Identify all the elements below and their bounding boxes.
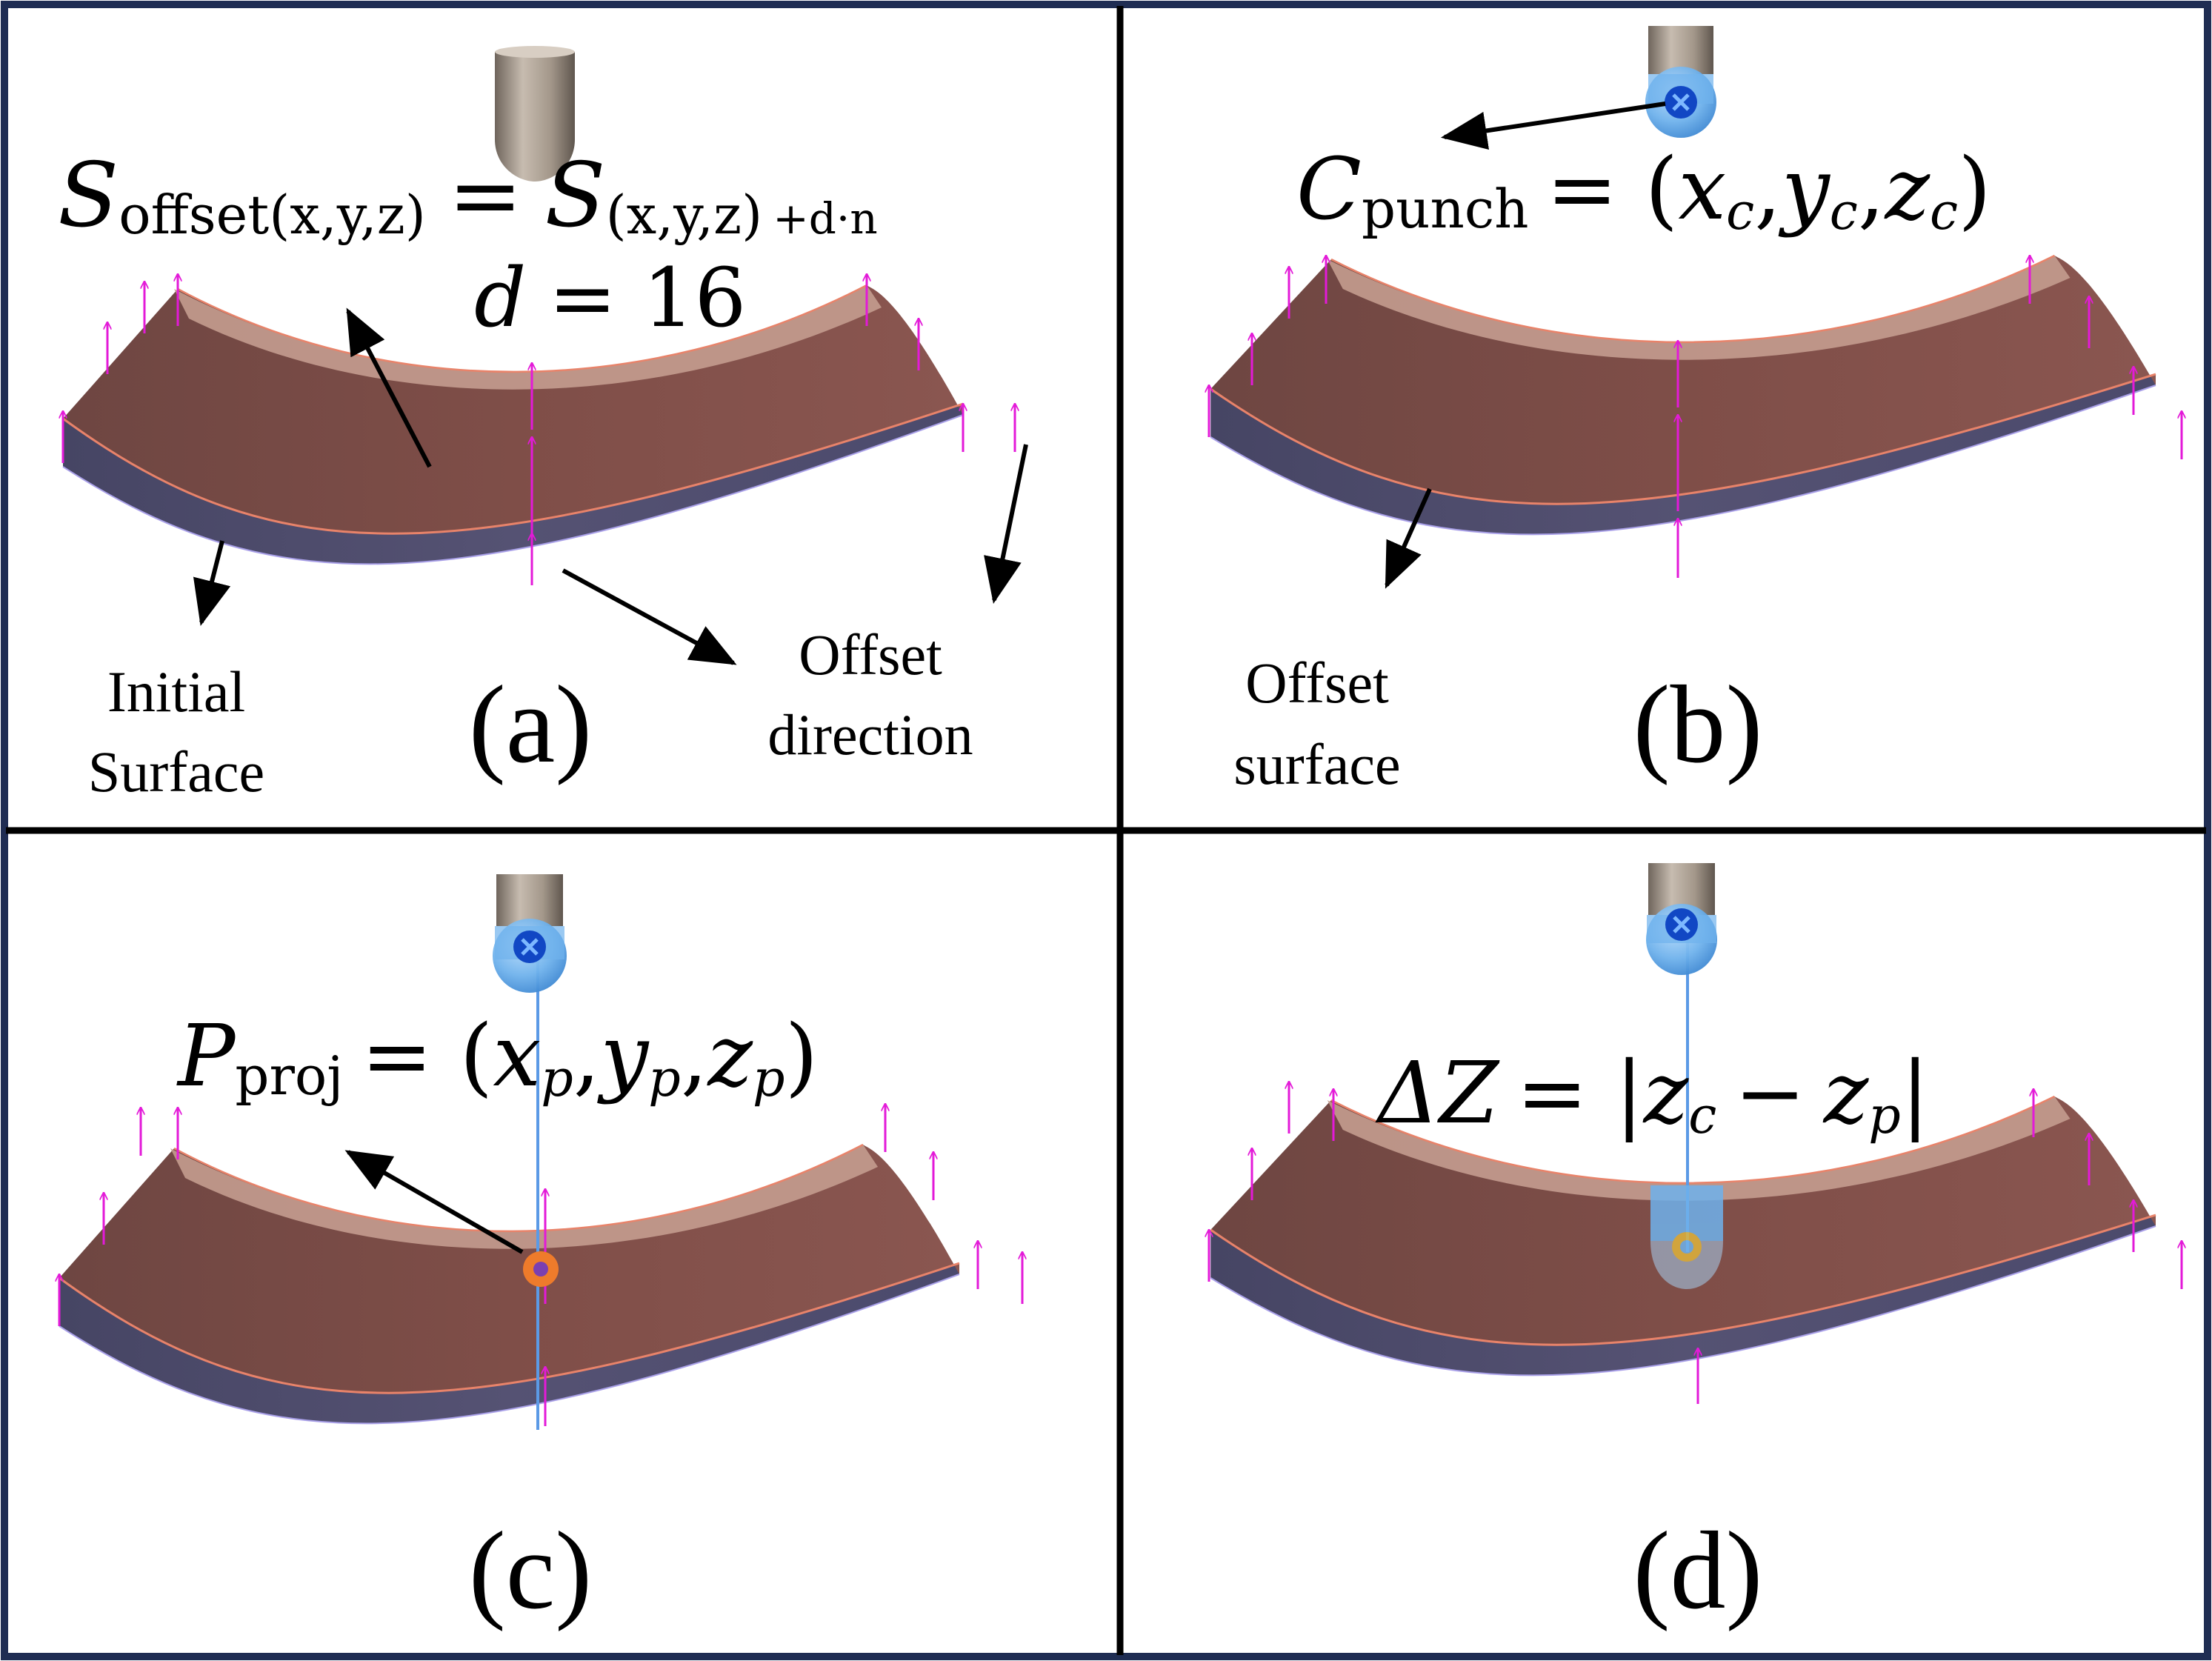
panel-b: Cpunch= (xc,yc,zc) Offset surface (b) bbox=[1209, 26, 2182, 796]
panel-label-c: (c) bbox=[469, 1509, 592, 1632]
panel-label-d: (d) bbox=[1633, 1509, 1763, 1632]
panel-c: Pproj= (xp,yp,zp) (c) bbox=[59, 874, 1022, 1632]
leader-arrow-c bbox=[344, 1150, 524, 1254]
annotation-initial-line2: Surface bbox=[88, 739, 264, 804]
projection-point-c bbox=[523, 1251, 559, 1287]
equation-projection: Pproj= (xp,yp,zp) bbox=[176, 1007, 818, 1108]
annotation-offset-surface-line1: Offset bbox=[1245, 650, 1389, 715]
equation-distance: d= 16 bbox=[474, 250, 747, 345]
punch-tool-d-contact bbox=[1650, 1185, 1723, 1289]
arc-surface-c bbox=[58, 1143, 961, 1425]
punch-tool-b bbox=[1645, 26, 1716, 138]
equation-offset: Soffset(x,y,z)=S(x,y,z)+d·n bbox=[58, 144, 878, 247]
punch-tool-icon bbox=[495, 52, 575, 139]
arc-surface-b bbox=[1209, 254, 2157, 536]
equation-punch-center: Cpunch= (xc,yc,zc) bbox=[1296, 140, 1991, 242]
punch-tool-a bbox=[495, 46, 575, 182]
punch-tool-icon bbox=[496, 874, 563, 926]
leader-arrows-b bbox=[1385, 101, 1666, 589]
normal-arrows-a bbox=[63, 274, 1015, 585]
panel-label-a: (a) bbox=[469, 663, 592, 786]
panel-a: Soffset(x,y,z)=S(x,y,z)+d·n d= 16 Initia… bbox=[58, 46, 1028, 804]
punch-tool-c bbox=[493, 874, 567, 993]
annotation-initial-line1: Initial bbox=[107, 659, 245, 724]
panel-d: ΔZ= |zc−zp| (d) bbox=[1209, 863, 2182, 1632]
panel-label-b: (b) bbox=[1633, 663, 1763, 786]
punch-tool-d-top bbox=[1646, 863, 1717, 975]
punch-tool-icon bbox=[1648, 26, 1713, 74]
equation-delta-z: ΔZ= |zc−zp| bbox=[1375, 1044, 1930, 1145]
normal-arrows-d bbox=[1209, 1082, 2182, 1404]
annotation-offset-surface-line2: surface bbox=[1233, 732, 1400, 796]
normal-arrows-b bbox=[1209, 256, 2182, 578]
leader-arrows-a bbox=[193, 307, 1028, 665]
annotation-offset-dir-line1: Offset bbox=[799, 622, 942, 687]
annotation-offset-dir-line2: direction bbox=[767, 702, 973, 767]
